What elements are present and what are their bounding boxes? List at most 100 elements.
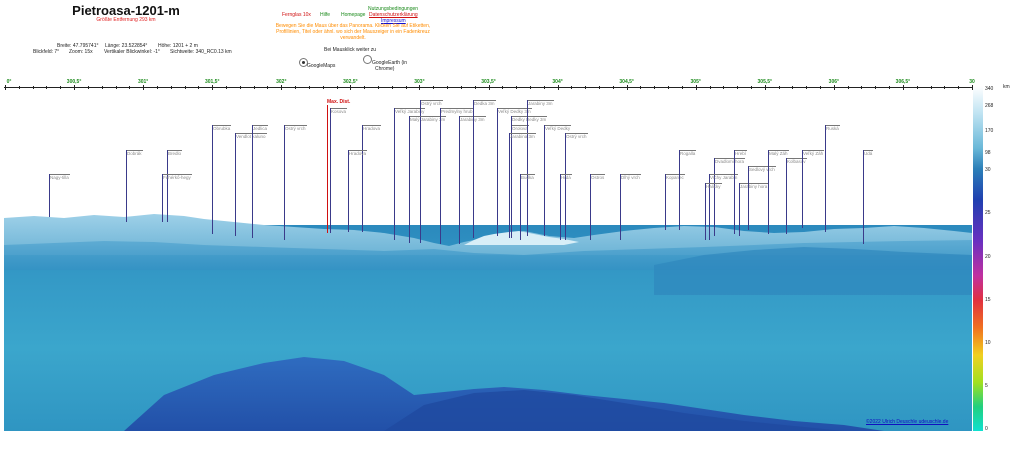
- panorama-image[interactable]: [4, 95, 972, 431]
- peak-label[interactable]: Dobrák: [126, 150, 143, 156]
- peak-leader-line: [714, 158, 715, 236]
- peak-label[interactable]: Vendlot kaluno: [235, 133, 267, 139]
- azimuth-tick-minor: [889, 86, 891, 89]
- peak-label[interactable]: Malý Jarabiny 3m: [409, 116, 447, 122]
- azimuth-tick-minor: [875, 86, 877, 89]
- peak-label[interactable]: Predmylny hrub: [440, 108, 474, 114]
- peak-label[interactable]: Veľký Záh: [802, 150, 825, 156]
- azimuth-tick-major: [695, 85, 697, 90]
- copyright-link[interactable]: ©2022 Ulrich Deuschle udeuschle.de: [866, 419, 949, 425]
- azimuth-tick-major: [764, 85, 766, 90]
- azimuth-tick-label: 306,5°: [895, 79, 911, 85]
- peak-label[interactable]: Jarabiny 3m: [459, 116, 486, 122]
- terms-link[interactable]: Nutzungsbedingungen: [368, 6, 419, 12]
- azimuth-tick-major: [902, 85, 904, 90]
- peak-label[interactable]: Halicky: [705, 183, 722, 189]
- peak-label[interactable]: Dedka 3m: [473, 100, 496, 106]
- peak-leader-line: [511, 125, 512, 238]
- peak-label[interactable]: Ostrý vrch: [565, 133, 588, 139]
- peak-label[interactable]: Sedlový vrch: [748, 166, 776, 172]
- usage-notice: Bewegen Sie die Maus über das Panorama. …: [275, 23, 431, 41]
- peak-label[interactable]: Jarabiny 3m: [527, 100, 554, 106]
- peak-label[interactable]: Ostrý vrch: [420, 100, 443, 106]
- azimuth-tick-minor: [460, 86, 462, 89]
- peak-leader-line: [440, 108, 441, 244]
- peak-label[interactable]: Hrdá: [560, 174, 572, 180]
- colorbar-unit: km: [1003, 84, 1010, 90]
- peak-label[interactable]: Dedky Dedky 3m: [511, 116, 548, 122]
- peak-label[interactable]: Jarabiny hora: [739, 183, 769, 189]
- peak-label[interactable]: Hradova: [348, 150, 368, 156]
- peak-leader-line: [679, 150, 680, 230]
- colorbar-label: 170: [985, 128, 994, 134]
- azimuth-tick-minor: [101, 86, 103, 89]
- peak-label[interactable]: Rogalla: [679, 150, 697, 156]
- peak-leader-line: [330, 108, 331, 233]
- azimuth-tick-minor: [681, 86, 683, 89]
- azimuth-tick-label: 302,5°: [343, 79, 358, 85]
- peak-leader-line: [348, 150, 349, 232]
- azimuth-tick-major: [488, 85, 490, 90]
- azimuth-tick-label: 302°: [276, 79, 287, 85]
- peak-label[interactable]: Nagy-tilla: [49, 174, 70, 180]
- peak-label[interactable]: Kolbasov: [786, 158, 807, 164]
- max-distance-label[interactable]: Max. Dist.: [327, 99, 351, 105]
- googlemaps-radio[interactable]: [299, 58, 308, 67]
- azimuth-tick-label: 303,5°: [481, 79, 496, 85]
- peak-label[interactable]: Ostros: [590, 174, 606, 180]
- peak-label[interactable]: Malý Záh: [768, 150, 789, 156]
- privacy-link[interactable]: Datenschutzerklärung: [369, 12, 418, 18]
- peak-label[interactable]: Dvadlomi hora: [714, 158, 746, 164]
- peak-label[interactable]: Jedlica: [252, 125, 269, 131]
- peak-leader-line: [126, 150, 127, 222]
- azimuth-tick-minor: [585, 86, 587, 89]
- azimuth-tick-minor: [750, 86, 752, 89]
- azimuth-tick-minor: [806, 86, 808, 89]
- azimuth-tick-minor: [571, 86, 573, 89]
- peak-leader-line: [620, 174, 621, 240]
- peak-label[interactable]: Vrchy Jarabin: [709, 174, 739, 180]
- colorbar-label: 30: [985, 167, 991, 173]
- peak-label[interactable]: Ostrý vrch: [284, 125, 307, 131]
- peak-label[interactable]: Ruská: [825, 125, 840, 131]
- azimuth-tick-minor: [916, 86, 918, 89]
- peak-label[interactable]: Fehérkő-hegy: [162, 174, 192, 180]
- peak-label[interactable]: Veľký Dedky: [544, 125, 572, 131]
- panorama-title[interactable]: Pietroasa-1201-m: [72, 3, 180, 18]
- azimuth-tick-minor: [198, 86, 200, 89]
- azimuth-tick-minor: [322, 86, 324, 89]
- peak-label[interactable]: Obrubka: [212, 125, 232, 131]
- azimuth-tick-minor: [253, 86, 255, 89]
- peak-label[interactable]: Jarabina 3m: [509, 133, 536, 139]
- peak-leader-line: [420, 100, 421, 243]
- azimuth-tick-minor: [930, 86, 932, 89]
- peak-label[interactable]: Orolova: [511, 125, 529, 131]
- peak-label[interactable]: Udá: [863, 150, 874, 156]
- colorbar-label: 268: [985, 103, 994, 109]
- peak-label[interactable]: Kopanec: [665, 174, 685, 180]
- azimuth-tick-minor: [364, 86, 366, 89]
- peak-label[interactable]: Dlhý vrch: [620, 174, 641, 180]
- peak-leader-line: [394, 108, 395, 240]
- peak-leader-line: [459, 116, 460, 244]
- azimuth-tick-minor: [723, 86, 725, 89]
- peak-label[interactable]: Hradova: [362, 125, 382, 131]
- peak-label[interactable]: Veľký Dedky 3m: [497, 108, 532, 114]
- help-link[interactable]: Hilfe: [320, 12, 331, 18]
- peak-leader-line: [409, 116, 410, 243]
- googleearth-radio[interactable]: [363, 55, 372, 64]
- homepage-link[interactable]: Homepage: [341, 12, 366, 18]
- azimuth-tick-major: [212, 85, 214, 90]
- mouse-click-hint: Bei Mausklick weiter zu: [324, 47, 376, 53]
- azimuth-tick-major: [350, 85, 352, 90]
- peak-label[interactable]: Bredlo: [167, 150, 183, 156]
- peak-leader-line: [560, 174, 561, 240]
- imprint-link[interactable]: Impressum: [381, 18, 406, 24]
- peak-label[interactable]: Kosova: [330, 108, 348, 114]
- peak-leader-line: [734, 150, 735, 234]
- peak-label[interactable]: Hrebí: [734, 150, 748, 156]
- peak-label[interactable]: Veľký Jarabiny: [394, 108, 426, 114]
- fernglas-link[interactable]: Fernglas 10x: [282, 12, 311, 18]
- field-of-view-label: Blickfeld: 7°: [33, 49, 60, 55]
- peak-label[interactable]: Budka: [520, 174, 535, 180]
